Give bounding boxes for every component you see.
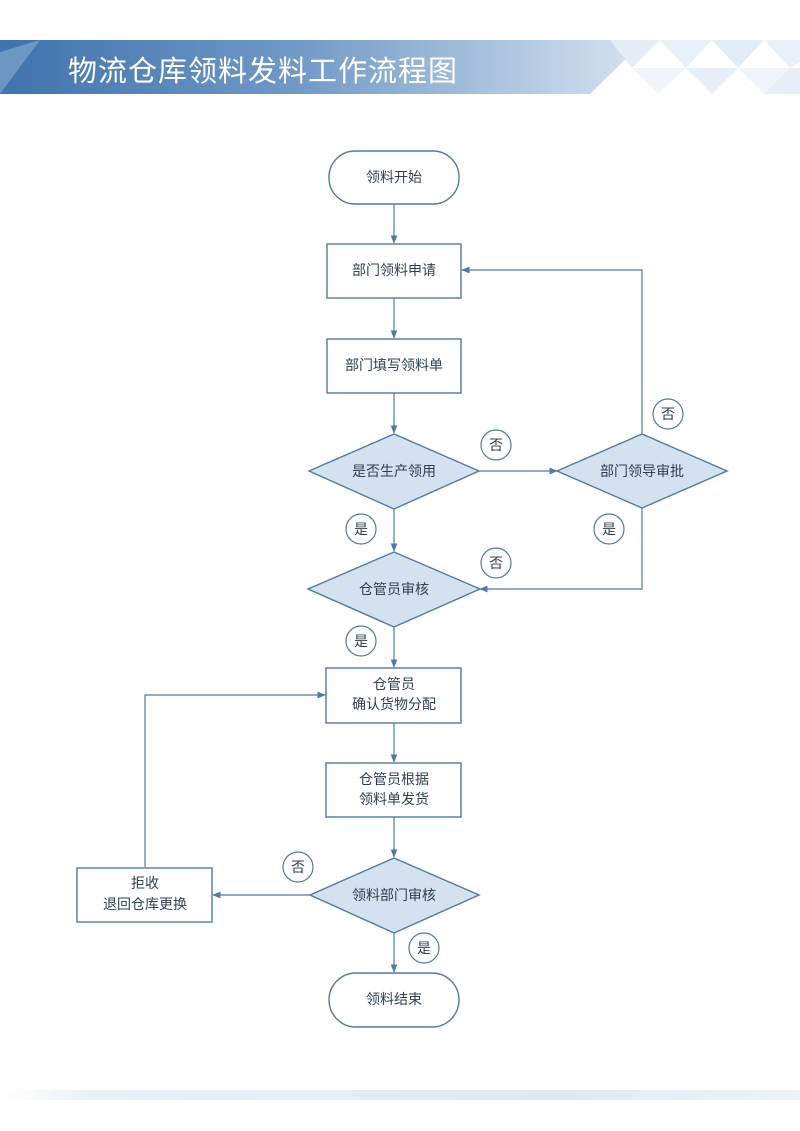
arrow-leader-no-to-request [461,266,643,434]
header-banner: 物流仓库领料发料工作流程图 [0,0,800,110]
header-left-facet [0,40,40,94]
keeper-ship-node: 仓管员根据 领料单发货 [325,762,462,818]
header-deco-triangle [610,40,660,68]
branch-label-no: 否 [480,429,512,461]
header-deco-triangle [632,68,686,94]
arrow-reject-to-confirm [144,691,326,867]
page-title: 物流仓库领料发料工作流程图 [68,54,459,88]
keeper-confirm-label-line1: 仓管员 [373,677,415,693]
start-node-label: 领料开始 [366,170,422,186]
header-banner-strip [0,40,645,94]
branch-label-yes: 是 [408,932,440,964]
dept-request-label: 部门领料申请 [352,263,436,279]
dept-leader-decision: 部门领导审批 [555,433,729,509]
branch-label-yes: 是 [593,513,625,545]
branch-label-no-text: 否 [489,438,503,454]
branch-label-yes: 是 [345,513,377,545]
footer-bar [0,1090,800,1100]
header-deco-triangle [764,68,800,94]
is-production-decision: 是否生产领用 [307,433,481,510]
reject-node: 拒收 退回仓库更换 [76,867,213,923]
header-deco-triangle [712,40,764,68]
header-banner-graphic [0,40,800,94]
dept-check-decision: 领料部门审核 [308,857,481,934]
fill-form-node: 部门填写领料单 [326,338,462,394]
keeper-review-label: 仓管员审核 [359,582,429,598]
branch-label-no: 否 [480,547,512,579]
keeper-confirm-label-line2: 确认货物分配 [352,696,436,713]
branch-label-yes-text: 是 [354,634,368,650]
dept-request-node: 部门领料申请 [326,243,462,299]
arrow-leader-yes-to-review [479,508,643,593]
end-node-label: 领料结束 [366,992,422,1008]
branch-label-no-text: 否 [489,556,503,572]
branch-label-yes-text: 是 [417,941,431,957]
branch-label-yes-text: 是 [354,522,368,538]
branch-label-yes: 是 [345,625,377,657]
start-node: 领料开始 [328,150,460,205]
header-deco-triangle [764,40,800,68]
keeper-ship-label-line2: 领料单发货 [359,791,429,808]
branch-label-no: 否 [282,851,314,883]
branch-label-yes-text: 是 [602,522,616,538]
is-production-label: 是否生产领用 [352,464,436,480]
reject-label-line2: 退回仓库更换 [103,896,187,913]
header-deco-triangle [738,68,790,94]
end-node: 领料结束 [328,972,460,1028]
dept-check-label: 领料部门审核 [352,888,436,904]
keeper-review-decision: 仓管员审核 [306,551,482,628]
branch-label-no-text: 否 [661,407,675,423]
branch-label-no: 否 [652,398,684,430]
header-deco-triangle [660,40,712,68]
keeper-confirm-node: 仓管员 确认货物分配 [325,667,462,724]
reject-label-line1: 拒收 [131,876,159,892]
header-deco-triangle [686,68,738,94]
keeper-ship-label-line1: 仓管员根据 [359,772,429,788]
branch-label-no-text: 否 [291,860,305,876]
fill-form-label: 部门填写领料单 [345,358,443,374]
dept-leader-label: 部门领导审批 [600,464,684,480]
